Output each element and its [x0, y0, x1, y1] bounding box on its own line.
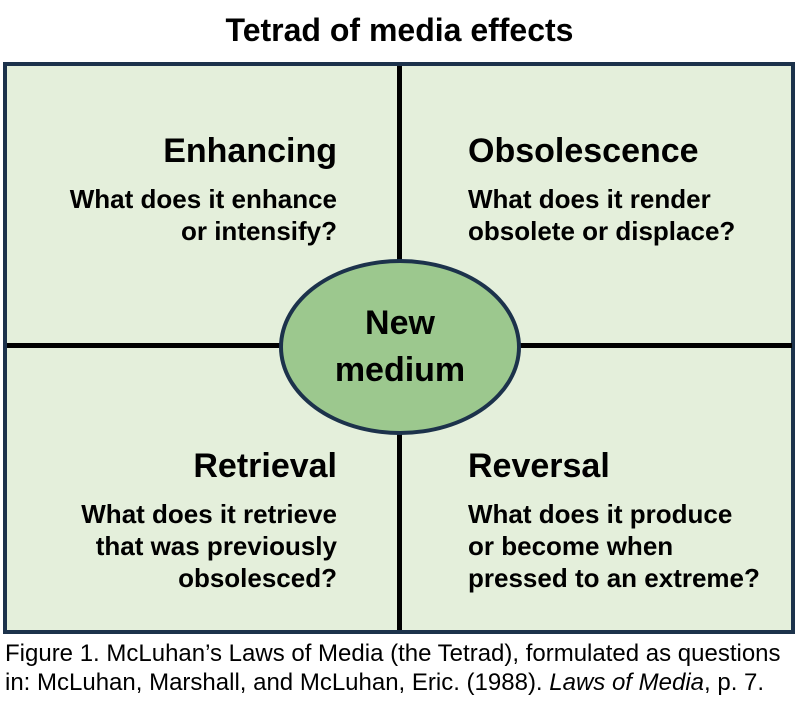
- quadrant-heading-obsolescence: Obsolescence: [468, 132, 699, 170]
- quadrant-question-retrieval: What does it retrieve that was previousl…: [81, 498, 337, 594]
- new-medium-label-line: New: [365, 304, 435, 342]
- question-line: What does it render: [468, 184, 711, 214]
- quadrant-retrieval: Retrieval What does it retrieve that was…: [81, 445, 337, 594]
- caption-line-2-suffix: , p. 7.: [704, 668, 765, 696]
- quadrant-obsolescence: Obsolescence What does it render obsolet…: [468, 130, 735, 247]
- quadrant-heading-reversal: Reversal: [468, 447, 610, 485]
- question-line: or intensify?: [180, 216, 337, 246]
- question-line: that was previously: [95, 531, 337, 561]
- question-line: What does it enhance: [69, 184, 337, 214]
- quadrant-question-enhancing: What does it enhance or intensify?: [70, 183, 337, 247]
- caption-book-title: Laws of Media: [549, 668, 705, 696]
- diagram-title: Tetrad of media effects: [225, 12, 574, 48]
- quadrant-enhancing: Enhancing What does it enhance or intens…: [70, 130, 337, 247]
- quadrant-reversal: Reversal What does it produce or become …: [468, 445, 760, 594]
- quadrant-heading-retrieval: Retrieval: [193, 447, 337, 485]
- question-line: obsolete or displace?: [468, 216, 736, 246]
- caption-line-2-prefix: in: McLuhan, Marshall, and McLuhan, Eric…: [5, 668, 550, 696]
- caption-line-2: in: McLuhan, Marshall, and McLuhan, Eric…: [5, 669, 799, 698]
- new-medium-label-line: medium: [334, 351, 466, 389]
- figure-caption: Figure 1. McLuhan’s Laws of Media (the T…: [5, 640, 799, 697]
- new-medium-ellipse: New medium: [279, 259, 521, 435]
- question-line: or become when: [468, 531, 674, 561]
- caption-line-1: Figure 1. McLuhan’s Laws of Media (the T…: [5, 640, 781, 667]
- quadrant-question-obsolescence: What does it render obsolete or displace…: [468, 183, 735, 247]
- quadrant-question-reversal: What does it produce or become when pres…: [468, 498, 760, 594]
- question-line: What does it produce: [468, 499, 733, 529]
- question-line: pressed to an extreme?: [468, 563, 760, 593]
- question-line: obsolesced?: [178, 563, 337, 593]
- question-line: What does it retrieve: [81, 499, 337, 529]
- quadrant-heading-enhancing: Enhancing: [163, 132, 337, 170]
